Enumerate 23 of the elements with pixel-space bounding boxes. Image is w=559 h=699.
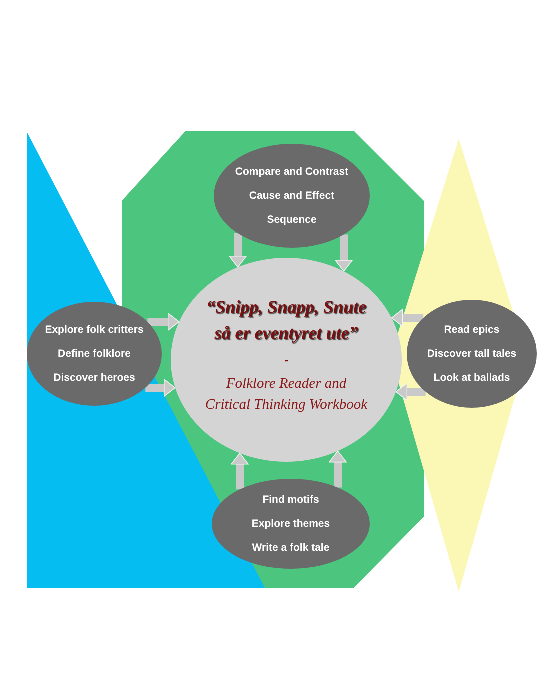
block-arrow: [148, 313, 180, 331]
block-arrow: [396, 383, 426, 401]
block-arrow: [329, 450, 347, 488]
topic-text: Write a folk tale: [252, 541, 330, 555]
topic-text: Discover tall tales: [427, 347, 517, 361]
block-arrow: [335, 234, 353, 272]
block-arrow: [229, 234, 247, 268]
separator-text: -: [284, 352, 288, 368]
topic-text: Discover heroes: [54, 371, 136, 385]
book-title: “Snipp, Snapp, Snute så er eventyret ute”: [205, 296, 368, 345]
topic-text: Cause and Effect: [249, 189, 335, 203]
block-arrow: [231, 453, 249, 490]
topic-text: Explore themes: [252, 517, 330, 531]
book-subtitle: Folklore Reader and Critical Thinking Workbook: [204, 375, 369, 415]
block-arrow: [146, 379, 176, 397]
topic-text: Look at ballads: [434, 371, 510, 385]
topic-text: Read epics: [444, 323, 500, 337]
topic-text: Sequence: [267, 213, 317, 227]
topic-text: Define folklore: [58, 347, 131, 361]
topic-text: Compare and Contrast: [235, 165, 349, 179]
block-arrow: [391, 309, 424, 327]
topic-text: Find motifs: [262, 493, 320, 507]
topic-text: Explore folk critters: [45, 323, 144, 337]
